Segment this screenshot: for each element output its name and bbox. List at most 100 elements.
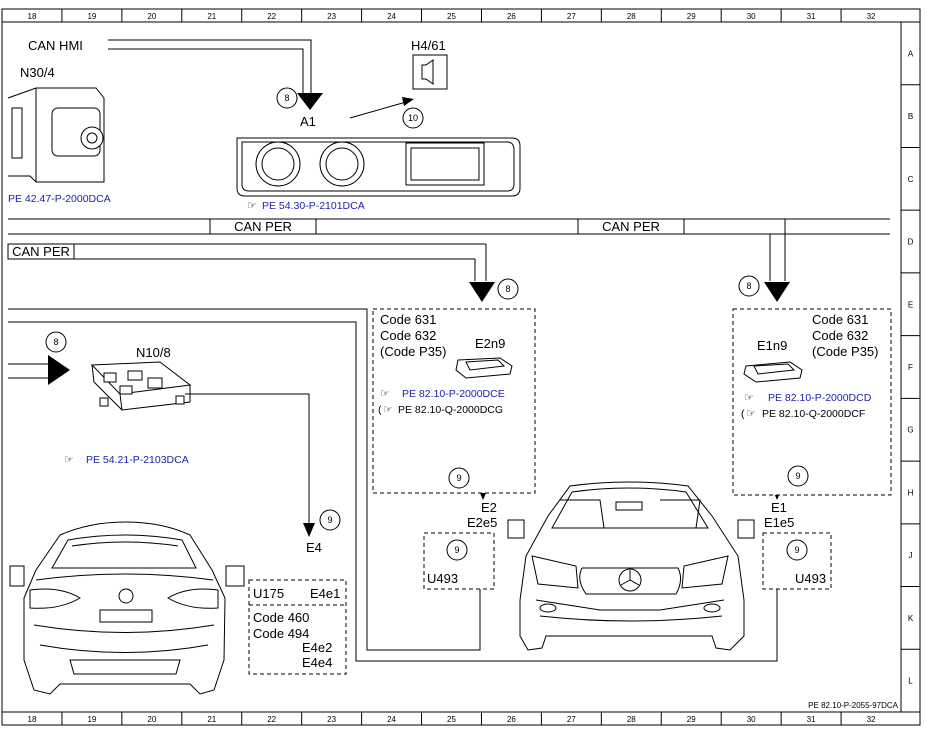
marker-9-e1n9-out: 9: [787, 465, 809, 487]
row-letter: J: [909, 551, 913, 560]
svg-text:E1e5: E1e5: [764, 515, 794, 530]
column-number: 19: [87, 715, 96, 724]
svg-text:PE 82.10-P-2000DCD: PE 82.10-P-2000DCD: [768, 392, 872, 404]
column-number: 22: [267, 12, 276, 21]
svg-text:E2n9: E2n9: [475, 336, 505, 351]
svg-text:E2e5: E2e5: [467, 515, 497, 530]
can-hmi-label: CAN HMI: [8, 37, 108, 53]
column-number: 31: [807, 715, 816, 724]
e4-component: E4 U175 E4e1 Code 460 Code 494 E4e2 E4e4: [248, 540, 347, 675]
column-number: 18: [28, 12, 37, 21]
marker-9-e2n9-out: 9: [448, 467, 470, 489]
column-number: 30: [747, 12, 756, 21]
column-number: 28: [627, 12, 636, 21]
svg-text:8: 8: [505, 284, 510, 294]
svg-text:E4e1: E4e1: [310, 586, 340, 601]
row-letter: H: [908, 488, 914, 497]
svg-text:9: 9: [794, 545, 799, 555]
svg-text:H4/61: H4/61: [411, 38, 446, 53]
border-frame: [1, 8, 921, 726]
svg-text:Code 460: Code 460: [253, 610, 309, 625]
column-number: 26: [507, 12, 516, 21]
column-number: 21: [207, 12, 216, 21]
doc-id: PE 82.10-P-2055-97DCA: [808, 701, 898, 710]
svg-text:Code 631: Code 631: [812, 312, 868, 327]
column-number: 20: [147, 12, 156, 21]
column-number: 23: [327, 715, 336, 724]
svg-text:8: 8: [284, 93, 289, 103]
column-number: 32: [867, 715, 876, 724]
can-per-label-3: CAN PER: [7, 243, 75, 260]
svg-text:U493: U493: [795, 571, 826, 586]
svg-text:E4: E4: [306, 540, 322, 555]
svg-text:10: 10: [408, 113, 418, 123]
svg-text:PE 82.10-Q-2000DCG: PE 82.10-Q-2000DCG: [398, 404, 503, 416]
row-letter: L: [908, 677, 913, 686]
speaker-icon: [421, 59, 434, 85]
svg-text:9: 9: [327, 515, 332, 525]
wires: [8, 39, 890, 662]
marker-9-e4: 9: [319, 509, 341, 531]
column-number: 30: [747, 715, 756, 724]
row-letter: G: [907, 426, 913, 435]
column-number: 32: [867, 12, 876, 21]
svg-text:(Code P35): (Code P35): [812, 344, 878, 359]
svg-text:8: 8: [53, 337, 58, 347]
svg-text:(: (: [378, 404, 382, 416]
svg-text:E1: E1: [771, 500, 787, 515]
n10-8-component: N10/8 ☞ PE 54.21-P-2103DCA: [64, 345, 192, 466]
hand-pointer-icon: ☞: [746, 408, 756, 420]
svg-text:PE 54.30-P-2101DCA: PE 54.30-P-2101DCA: [262, 200, 365, 212]
hand-pointer-icon: ☞: [64, 454, 74, 466]
svg-text:Code 632: Code 632: [812, 328, 868, 343]
svg-text:8: 8: [746, 281, 751, 291]
svg-text:A1: A1: [300, 114, 316, 129]
column-number: 18: [28, 715, 37, 724]
can-per-label-1: CAN PER: [209, 218, 317, 235]
e1n9-box: Code 631 Code 632 (Code P35) E1n9 ☞ PE 8…: [732, 308, 892, 496]
hand-pointer-icon: ☞: [744, 392, 754, 404]
column-number: 20: [147, 715, 156, 724]
column-number: 25: [447, 715, 456, 724]
column-number: 29: [687, 12, 696, 21]
marker-10-h4: 10: [402, 107, 424, 129]
e2n9-box: Code 631 Code 632 (Code P35) E2n9 ☞ PE 8…: [372, 308, 536, 494]
n30-4-component: N30/4 PE 42.47-P-2000DCA: [7, 65, 111, 205]
row-letter: E: [908, 300, 913, 309]
marker-9-e2: 9: [446, 539, 468, 561]
svg-text:E4e2: E4e2: [302, 640, 332, 655]
svg-text:PE 54.21-P-2103DCA: PE 54.21-P-2103DCA: [86, 454, 189, 466]
marker-8-e1n9: 8: [738, 275, 760, 297]
svg-text:E2: E2: [481, 500, 497, 515]
row-letter: D: [908, 238, 914, 247]
can-per-label-2: CAN PER: [577, 218, 685, 235]
svg-text:CAN PER: CAN PER: [234, 219, 292, 234]
svg-text:(Code P35): (Code P35): [380, 344, 446, 359]
column-number: 31: [807, 12, 816, 21]
svg-text:PE 82.10-Q-2000DCF: PE 82.10-Q-2000DCF: [762, 408, 865, 420]
svg-text:(: (: [741, 408, 745, 420]
row-letter: A: [908, 49, 914, 58]
column-number: 23: [327, 12, 336, 21]
svg-text:Code 494: Code 494: [253, 626, 309, 641]
svg-text:PE 82.10-P-2000DCE: PE 82.10-P-2000DCE: [402, 388, 505, 400]
front-car-illustration: [507, 481, 755, 651]
svg-text:9: 9: [795, 471, 800, 481]
column-number: 29: [687, 715, 696, 724]
column-number: 21: [207, 715, 216, 724]
column-number: 27: [567, 715, 576, 724]
column-number: 22: [267, 715, 276, 724]
row-letter: C: [908, 175, 914, 184]
marker-8-n10-8: 8: [45, 331, 67, 353]
svg-text:CAN PER: CAN PER: [602, 219, 660, 234]
column-number: 24: [387, 715, 396, 724]
a1-component: A1 PE 54.30-P-2101DCA ☞: [236, 114, 521, 212]
svg-text:N10/8: N10/8: [136, 345, 171, 360]
svg-text:9: 9: [456, 473, 461, 483]
hand-pointer-icon: ☞: [380, 388, 390, 400]
row-letter: K: [908, 614, 914, 623]
